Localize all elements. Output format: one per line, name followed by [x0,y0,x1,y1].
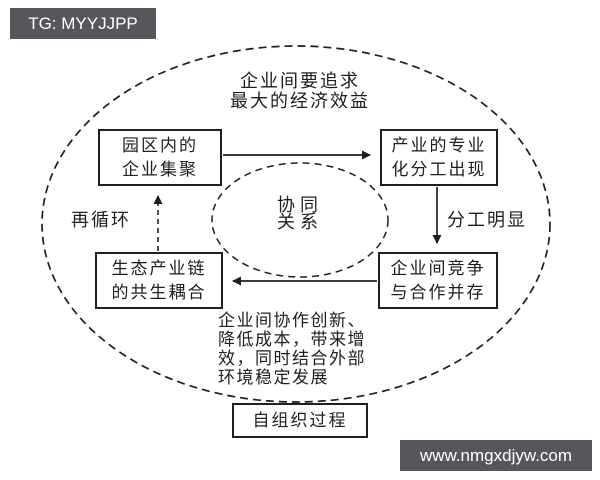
node-label-line2: 与合作并存 [390,282,486,302]
synergy-relation-ellipse [211,162,389,278]
watermark-site-badge: www.nmgxdjyw.com [400,440,592,471]
bottom-note-line3: 效，同时结合外部 [218,349,366,368]
synergy-text-line1: 协同 [277,195,323,215]
outer-system-boundary-ellipse [41,45,551,403]
edge-label-recycle: 再循环 [71,210,131,230]
goal-text: 企业间要追求 最大的经济效益 [190,71,410,111]
bottom-note-line2: 降低成本，带来增 [218,330,366,349]
bottom-note-line4: 环境稳定发展 [218,368,329,387]
node-label-line2: 的共生耦合 [111,282,207,302]
edge-label-division: 分工明显 [447,210,527,230]
node-eco-industrial-symbiosis: 生态产业链 的共生耦合 [95,252,223,309]
node-label-line1: 企业间竞争 [390,258,486,278]
synergy-text-line2: 关系 [277,212,323,232]
node-label-line1: 生态产业链 [111,258,207,278]
node-enterprise-agglomeration: 园区内的 企业集聚 [98,129,222,186]
watermark-tag-badge: TG: MYYJJPP [10,8,156,39]
node-label: 自组织过程 [252,411,348,430]
node-competition-cooperation: 企业间竞争 与合作并存 [378,252,498,309]
node-label-line1: 园区内的 [122,135,198,155]
node-self-organization-process: 自组织过程 [232,403,368,438]
node-label-line2: 化分工出现 [391,159,487,179]
bottom-note-line1: 企业间协作创新、 [218,311,366,330]
goal-text-line1: 企业间要追求 [240,71,360,91]
node-label-line2: 企业集聚 [122,159,198,179]
synergy-relation-text: 协同 关系 [250,195,350,232]
goal-text-line2: 最大的经济效益 [230,91,370,111]
bottom-note-text: 企业间协作创新、 降低成本，带来增 效，同时结合外部 环境稳定发展 [218,311,410,387]
node-industrial-specialization: 产业的专业 化分工出现 [380,129,498,186]
node-label-line1: 产业的专业 [391,135,487,155]
